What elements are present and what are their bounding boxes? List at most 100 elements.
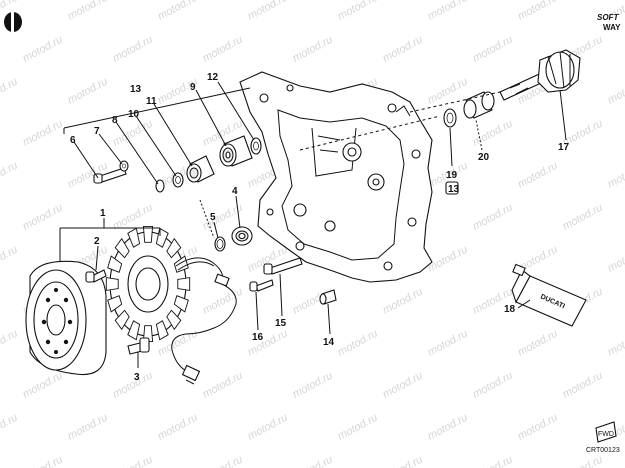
brand-line1: SOFT xyxy=(597,13,619,22)
watermark-text: motod.ru xyxy=(471,118,515,149)
watermark-text: motod.ru xyxy=(21,202,65,233)
watermark-text: motod.ru xyxy=(426,412,470,443)
watermark-text: motod.ru xyxy=(0,412,20,443)
callout-7: 7 xyxy=(94,126,100,137)
watermark-text: motod.ru xyxy=(606,76,625,107)
watermark-text: motod.ru xyxy=(0,244,20,275)
watermark-text: motod.ru xyxy=(426,76,470,107)
watermark-text: motod.ru xyxy=(336,0,380,23)
callout-3: 3 xyxy=(134,372,140,383)
callout-20: 20 xyxy=(478,152,490,163)
bolt-6 xyxy=(93,167,127,184)
watermark-text: motod.ru xyxy=(561,202,605,233)
watermark-text: motod.ru xyxy=(381,454,425,468)
watermark-text: motod.ru xyxy=(246,0,290,23)
callout-14: 14 xyxy=(323,337,335,348)
callout-9: 9 xyxy=(190,82,196,93)
drawing-code: CRT00123 xyxy=(586,447,620,454)
bolt-2 xyxy=(85,269,107,283)
watermark-text: motod.ru xyxy=(201,370,245,401)
callout-4: 4 xyxy=(232,186,238,197)
watermark-text: motod.ru xyxy=(246,412,290,443)
sealant-tube-18: DUCATI xyxy=(511,263,587,327)
crankcase-cover xyxy=(239,71,433,283)
watermark-text: motod.ru xyxy=(381,34,425,65)
watermark-text: motod.ru xyxy=(201,286,245,317)
corner-logo-icon xyxy=(4,12,22,32)
stator-pole xyxy=(114,309,130,331)
watermark-text: motod.ru xyxy=(21,118,65,149)
watermark-text: motod.ru xyxy=(201,454,245,468)
watermark-text: motod.ru xyxy=(471,34,515,65)
watermark-text: motod.ru xyxy=(66,412,110,443)
callout-19: 19 xyxy=(446,170,458,181)
watermark-text: motod.ru xyxy=(0,328,20,359)
watermark-text: motod.ru xyxy=(471,202,515,233)
plug-13 xyxy=(445,181,459,195)
callouts: 13 6 7 8 10 11 9 12 1 2 3 4 5 16 15 14 1… xyxy=(70,72,570,383)
callout-12: 12 xyxy=(207,72,219,83)
watermark-text: motod.ru xyxy=(426,0,470,23)
bushing-20 xyxy=(463,91,495,119)
svg-text:FWD: FWD xyxy=(598,431,614,438)
dowel-14 xyxy=(319,289,337,305)
watermark-text: motod.ru xyxy=(0,76,20,107)
stator-pole xyxy=(127,320,141,341)
stator-pole xyxy=(142,225,154,243)
watermark-text: motod.ru xyxy=(156,0,200,23)
callout-17: 17 xyxy=(558,142,570,153)
callout-2: 2 xyxy=(94,236,100,247)
callout-10: 10 xyxy=(128,109,140,120)
stator-wiring xyxy=(171,257,237,385)
watermark-text: motod.ru xyxy=(426,328,470,359)
bolt-15 xyxy=(263,257,303,275)
watermark-text: motod.ru xyxy=(606,160,625,191)
watermark-text: motod.ru xyxy=(0,160,20,191)
watermark-text: motod.ru xyxy=(561,454,605,468)
stator-pole xyxy=(114,237,130,259)
callout-13b: 13 xyxy=(448,184,460,195)
stator-pole xyxy=(155,227,169,248)
circlip-8 xyxy=(155,179,165,193)
watermark-text: motod.ru xyxy=(21,34,65,65)
watermark-text: motod.ru xyxy=(561,370,605,401)
stator-pole xyxy=(105,277,119,291)
watermark-text: motod.ru xyxy=(516,160,560,191)
watermark-text: motod.ru xyxy=(156,412,200,443)
callout-1: 1 xyxy=(100,208,106,219)
softway-brand: SOFT WAY xyxy=(597,13,621,32)
callout-16: 16 xyxy=(252,332,264,343)
watermark-text: motod.ru xyxy=(516,0,560,23)
watermark-text: motod.ru xyxy=(606,328,625,359)
watermark-text: motod.ru xyxy=(471,370,515,401)
watermark-text: motod.ru xyxy=(111,34,155,65)
watermark-text: motod.ru xyxy=(291,34,335,65)
spacer-10 xyxy=(172,172,184,188)
fwd-arrow-icon: FWD xyxy=(595,421,617,443)
stator-pole xyxy=(166,237,182,259)
watermark-text: motod.ru xyxy=(291,370,335,401)
stator-pole xyxy=(177,277,191,291)
stator-pole xyxy=(107,255,123,273)
watermark-text: motod.ru xyxy=(21,370,65,401)
watermark-text: motod.ru xyxy=(21,454,65,468)
bearing-11 xyxy=(186,155,215,183)
circlip-5 xyxy=(214,236,226,252)
watermark-text: motod.ru xyxy=(336,412,380,443)
watermark-text: motod.ru xyxy=(381,286,425,317)
watermark-text: motod.ru xyxy=(111,370,155,401)
watermark-text: motod.ru xyxy=(66,0,110,23)
watermark-text: motod.ru xyxy=(336,328,380,359)
watermark-text: motod.ru xyxy=(471,454,515,468)
watermark-text: motod.ru xyxy=(201,34,245,65)
seal-19 xyxy=(443,108,457,128)
callout-6: 6 xyxy=(70,135,76,146)
callout-11: 11 xyxy=(146,96,157,107)
watermark-text: motod.ru xyxy=(66,76,110,107)
bearing-9 xyxy=(219,135,253,167)
stator-pole xyxy=(155,320,169,341)
callout-15: 15 xyxy=(275,318,287,329)
watermark-text: motod.ru xyxy=(606,244,625,275)
stator-pole xyxy=(173,255,189,273)
